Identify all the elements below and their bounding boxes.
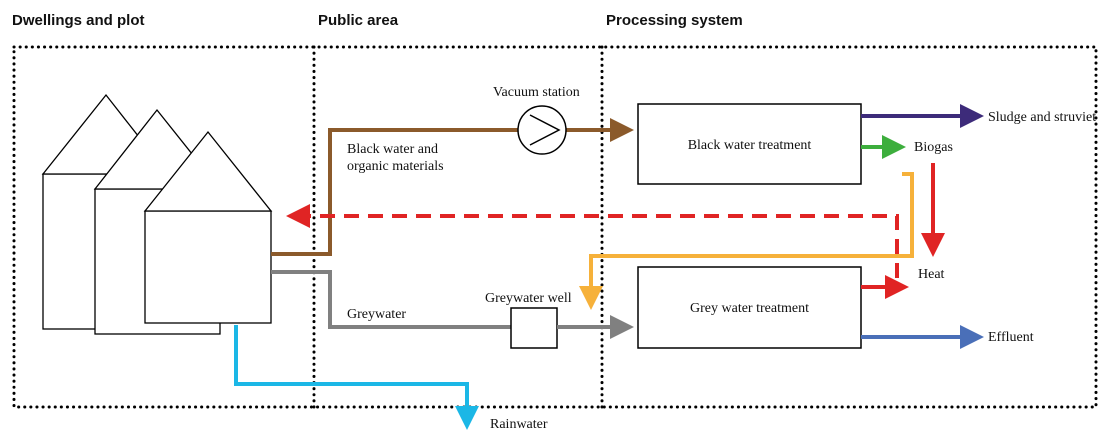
grey-water-treatment-box	[637, 266, 862, 349]
houses	[41, 93, 273, 335]
rainwater-label: Rainwater	[490, 417, 548, 432]
biogas-to-greywater-pipe	[579, 172, 914, 310]
greywater-well-label: Greywater well	[485, 291, 572, 306]
greywater-label: Greywater	[347, 307, 407, 322]
section-frame-outer	[12, 45, 1098, 409]
black-water-label-line2: organic materials	[347, 159, 444, 174]
biogas-label: Biogas	[914, 140, 953, 155]
sludge-label: Sludge and struviet	[988, 110, 1097, 125]
grey-water-treatment-label: Grey water treatment	[690, 301, 809, 316]
black-water-treatment-box	[637, 103, 862, 185]
vacuum-station-pump	[517, 105, 567, 155]
rainwater-pipe	[234, 325, 479, 430]
section-frames	[12, 45, 1098, 409]
heat-return-dashed	[286, 204, 899, 278]
black-water-treatment-label: Black water treatment	[687, 138, 812, 153]
section-title-processing: Processing system	[606, 12, 743, 29]
heat-label: Heat	[918, 267, 945, 282]
greywater-pipe	[271, 270, 511, 329]
greywater-well-box	[510, 307, 558, 349]
effluent-label: Effluent	[988, 330, 1034, 345]
black-water-pipe	[271, 128, 518, 256]
black-water-label-line1: Black water and	[347, 142, 438, 157]
section-title-dwellings: Dwellings and plot	[12, 12, 145, 29]
house-front	[143, 130, 273, 324]
section-title-public: Public area	[318, 12, 399, 29]
vacuum-station-label: Vacuum station	[493, 85, 580, 100]
